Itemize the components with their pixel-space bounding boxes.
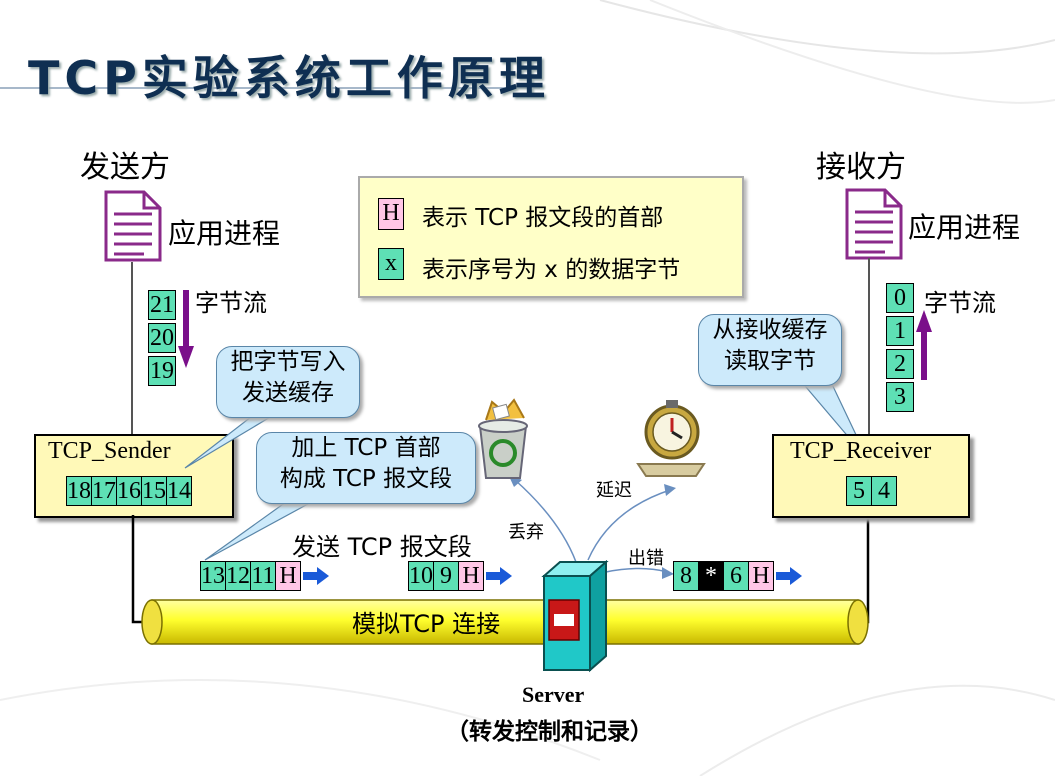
- legend-box: H 表示 TCP 报文段的首部 x 表示序号为 x 的数据字节: [358, 176, 744, 298]
- segment-header: H: [748, 561, 774, 591]
- sender-heading: 发送方: [80, 150, 170, 185]
- tcp-receiver-label: TCP_Receiver: [790, 438, 932, 464]
- tcp-connection-pipe: [141, 599, 869, 645]
- segment-byte: 12: [225, 561, 251, 591]
- sender-byte-stream-label: 字节流: [195, 289, 267, 317]
- sender-stream-byte: 19: [148, 356, 176, 386]
- up-arrow-icon: [916, 310, 932, 380]
- callout-text: 构成 TCP 报文段: [279, 466, 453, 492]
- right-arrow-icon: [776, 567, 802, 585]
- segment-byte: 9: [433, 561, 459, 591]
- receiver-stream-byte: 0: [886, 283, 914, 313]
- server-description: （转发控制和记录）: [446, 719, 653, 745]
- segment-byte: 6: [723, 561, 749, 591]
- callout-write-buffer: 把字节写入 发送缓存: [216, 346, 360, 418]
- server-name: Server: [522, 682, 585, 707]
- callout-text: 从接收缓存: [712, 317, 828, 343]
- tcp-receiver-box: TCP_Receiver 5 4: [772, 434, 970, 518]
- receiver-buffer-byte: 5: [846, 476, 872, 506]
- segment-byte: 8: [673, 561, 699, 591]
- right-arrow-icon: [303, 567, 329, 585]
- segment-header: H: [275, 561, 301, 591]
- segment-byte: 11: [250, 561, 276, 591]
- tcp-sender-box: TCP_Sender 18 17 16 15 14: [34, 434, 234, 518]
- callout-read-buffer: 从接收缓存 读取字节: [698, 314, 842, 386]
- receiver-byte-stream-label: 字节流: [924, 289, 996, 317]
- receiver-stream-byte: 2: [886, 349, 914, 379]
- sender-stream-byte: 21: [148, 290, 176, 320]
- segment-3: 8 * 6 H: [673, 561, 813, 593]
- recycle-bin-icon: [478, 398, 528, 479]
- callout-text: 把字节写入: [230, 349, 346, 375]
- segment-corrupted-byte: *: [698, 561, 724, 591]
- segment-header: H: [458, 561, 484, 591]
- callout-add-header: 加上 TCP 首部 构成 TCP 报文段: [256, 432, 476, 504]
- pipe-label: 模拟TCP 连接: [352, 610, 501, 638]
- sender-buffer-byte: 16: [116, 476, 142, 506]
- legend-header-symbol: H: [378, 198, 404, 230]
- event-error-label: 出错: [628, 548, 664, 569]
- sender-app-label: 应用进程: [168, 217, 281, 250]
- document-icon: [845, 188, 903, 260]
- page-title: TCP实验系统工作原理: [28, 51, 550, 105]
- sender-buffer-byte: 14: [166, 476, 192, 506]
- send-segment-label: 发送 TCP 报文段: [292, 533, 472, 561]
- alarm-clock-icon: [636, 400, 706, 477]
- segment-1: 13 12 11 H: [200, 561, 340, 593]
- sender-buffer-byte: 18: [66, 476, 92, 506]
- receiver-app-line: [868, 258, 870, 436]
- legend-byte-text: 表示序号为 x 的数据字节: [422, 257, 681, 283]
- legend-byte-symbol: x: [378, 248, 404, 280]
- tcp-sender-label: TCP_Sender: [48, 438, 171, 464]
- right-arrow-icon: [486, 567, 512, 585]
- callout-text: 发送缓存: [242, 380, 334, 406]
- sender-stream-byte: 20: [148, 323, 176, 353]
- callout-text: 加上 TCP 首部: [291, 435, 441, 461]
- segment-byte: 10: [408, 561, 434, 591]
- receiver-stream-byte: 3: [886, 382, 914, 412]
- legend-header-text: 表示 TCP 报文段的首部: [422, 205, 664, 231]
- sender-buffer-byte: 15: [141, 476, 167, 506]
- event-discard-label: 丢弃: [508, 522, 544, 543]
- receiver-buffer-byte: 4: [871, 476, 897, 506]
- receiver-app-label: 应用进程: [908, 211, 1021, 244]
- segment-byte: 13: [200, 561, 226, 591]
- server-icon: [541, 560, 609, 673]
- event-delay-label: 延迟: [596, 480, 632, 501]
- document-icon: [104, 190, 162, 262]
- receiver-heading: 接收方: [816, 150, 906, 185]
- down-arrow-icon: [178, 290, 194, 368]
- sender-app-line: [131, 262, 133, 436]
- callout-text: 读取字节: [724, 348, 816, 374]
- receiver-stream-byte: 1: [886, 316, 914, 346]
- segment-2: 10 9 H: [408, 561, 520, 593]
